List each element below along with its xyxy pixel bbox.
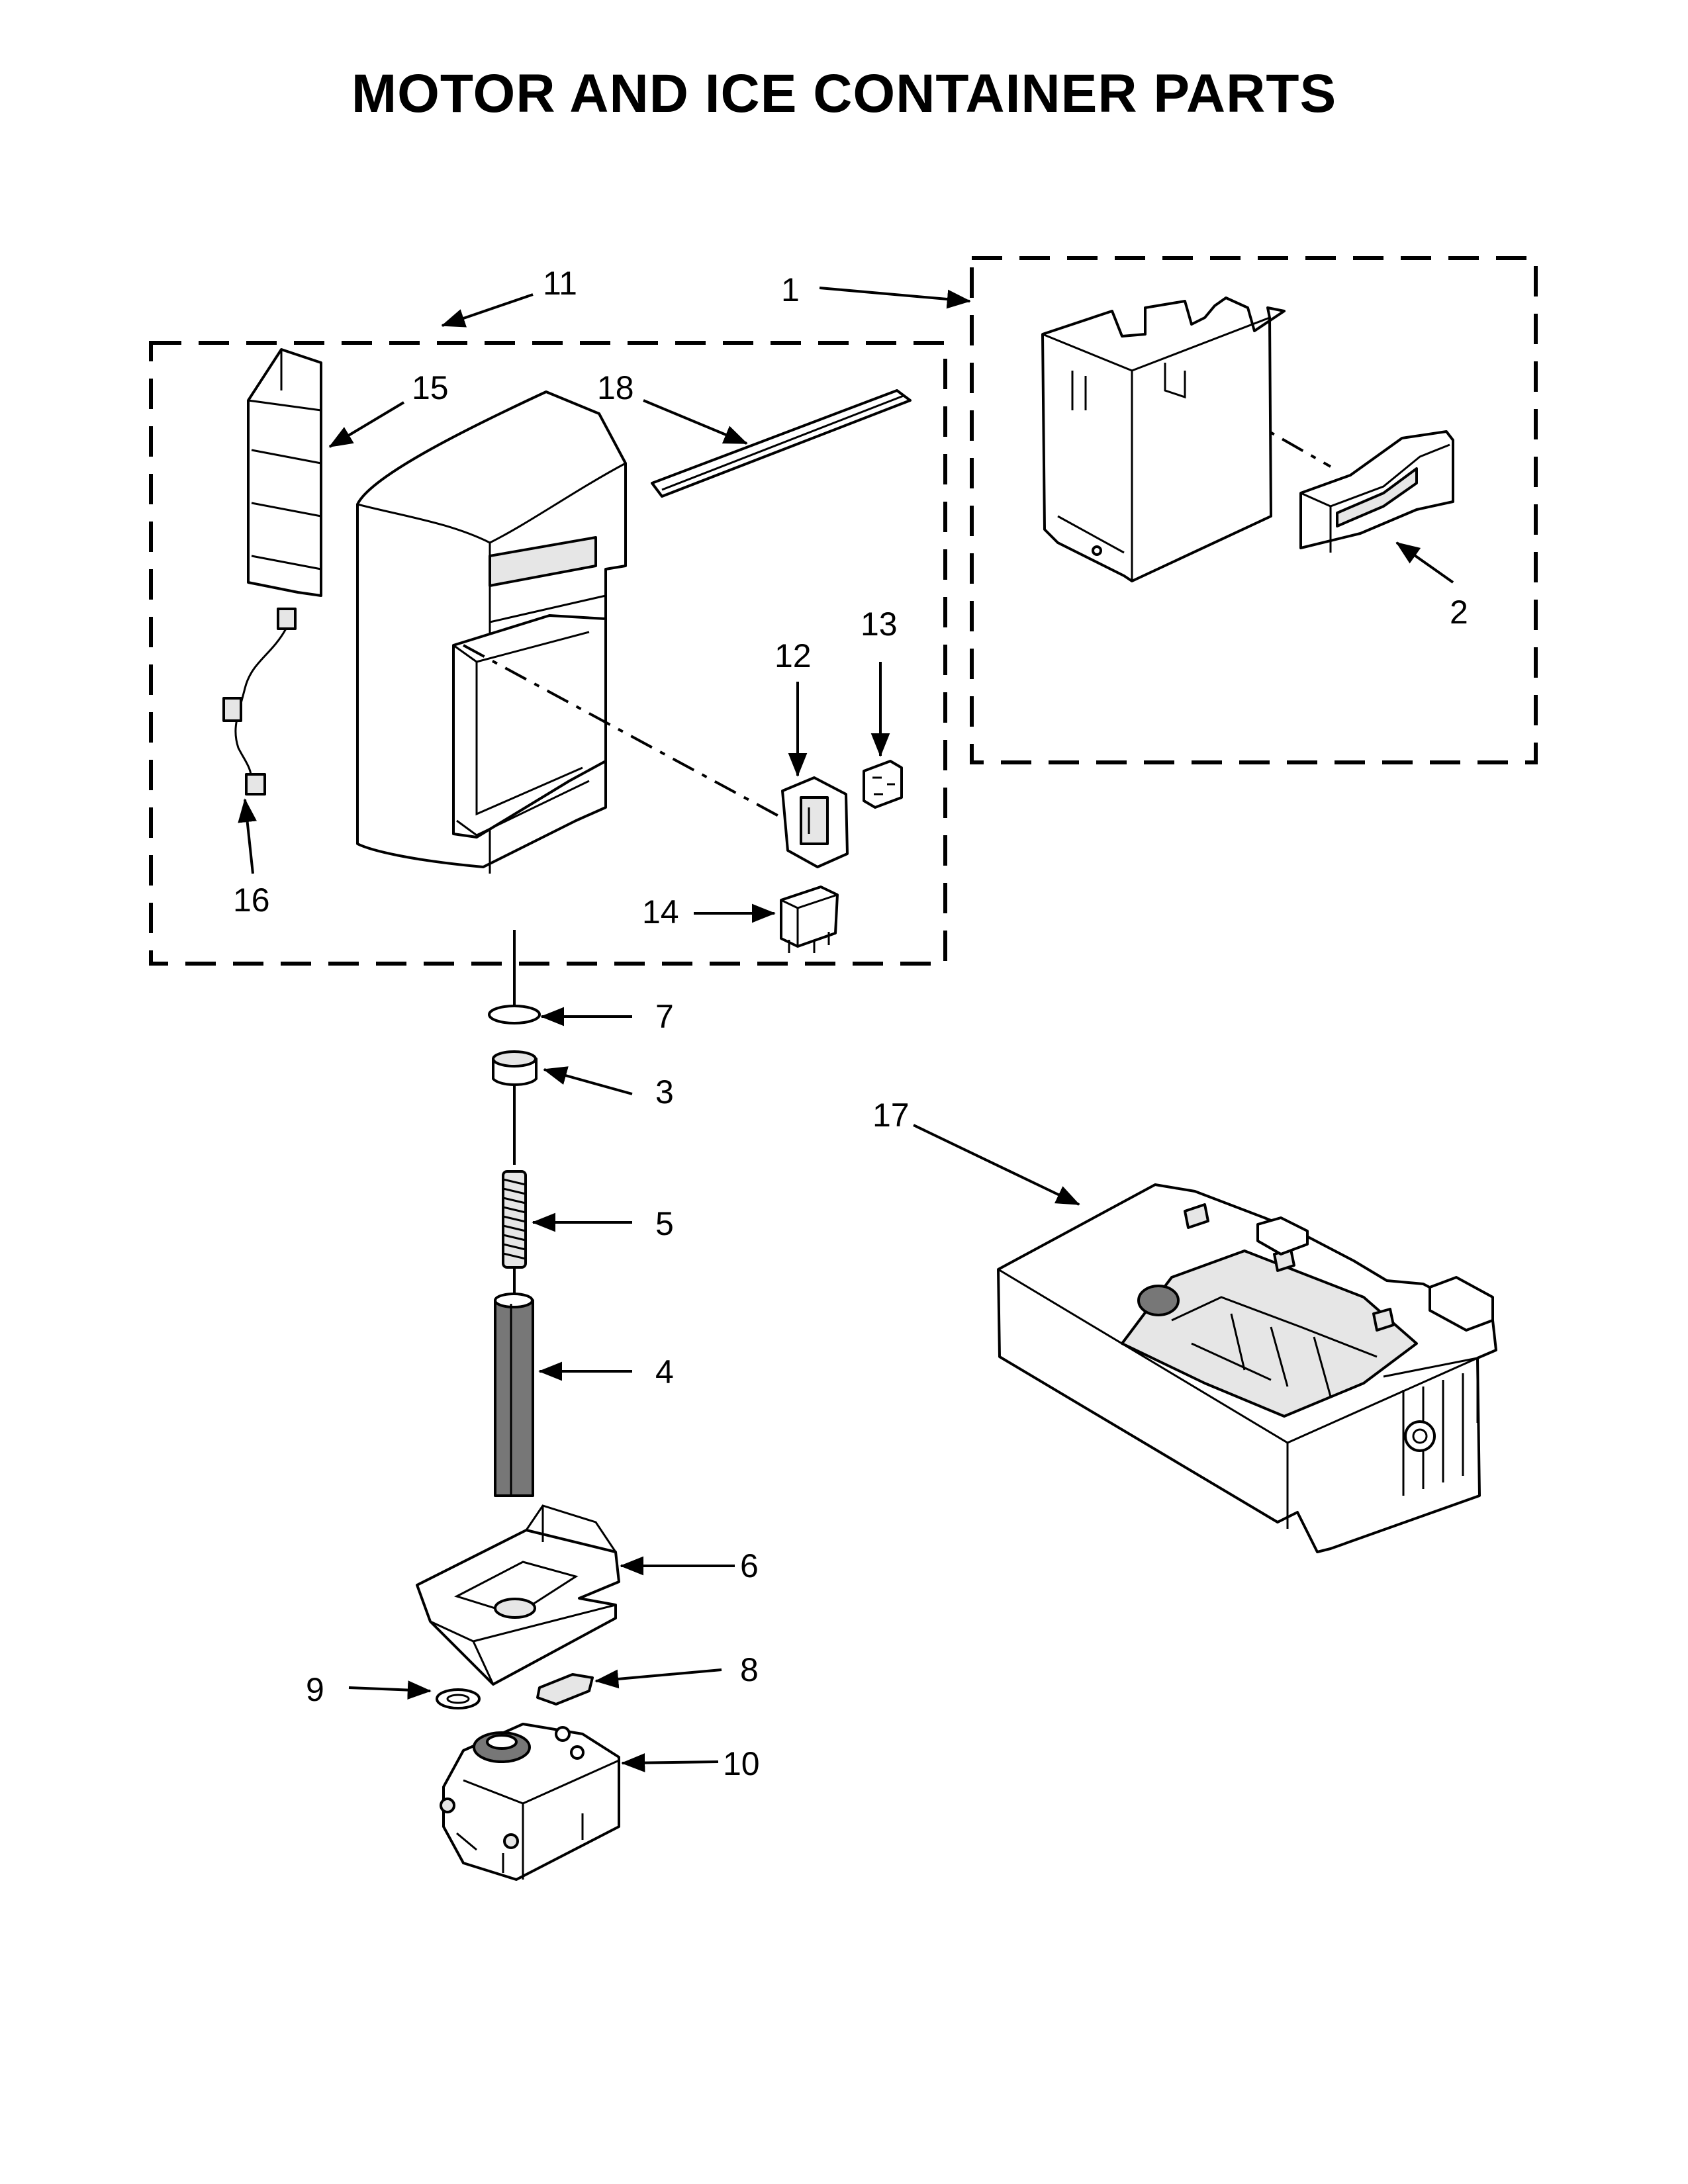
group-box-11 [149,341,947,966]
part-8-clip [536,1673,594,1706]
leader-3 [543,1066,633,1095]
part-11-chute-housing [356,390,627,874]
part-4-hex-shaft [494,1293,534,1497]
callout-8: 8 [740,1651,759,1688]
leader-1 [819,287,971,309]
part-9-washer [436,1688,481,1709]
callout-13: 13 [861,606,898,643]
part-14-solenoid [780,886,839,953]
part-10-auger-motor [440,1723,620,1881]
part-12-switch-bracket [781,776,849,868]
leader-11 [441,293,534,328]
part-16-wire-harness [222,608,297,796]
leader-18 [643,399,748,445]
callout-9: 9 [306,1671,324,1708]
callout-7: 7 [655,998,674,1035]
callout-5: 5 [655,1205,674,1242]
group-box-1 [970,256,1538,764]
callout-4: 4 [655,1353,674,1390]
callout-labels: 11 1 15 18 2 12 13 16 14 7 3 5 4 17 6 8 … [233,265,1468,1782]
part-1-ice-bucket [1041,296,1286,582]
leader-10 [621,1753,719,1772]
leader-2 [1395,541,1454,584]
leader-8 [594,1668,722,1689]
part-13-switch [863,760,903,809]
leader-9 [348,1680,432,1700]
callout-16: 16 [233,882,270,919]
callout-1: 1 [781,271,800,308]
callout-6: 6 [740,1547,759,1584]
callout-17: 17 [872,1097,910,1134]
leader-17 [913,1124,1080,1206]
leader-15 [328,401,405,448]
callout-12: 12 [774,637,812,674]
callout-11: 11 [543,265,577,302]
callout-14: 14 [642,893,679,931]
part-5-spring [502,1170,527,1269]
leader-16 [238,798,257,874]
part-15-bracket [247,348,322,597]
part-17-ice-maker [997,1183,1497,1553]
part-3-coupler [492,1050,538,1086]
part-6-motor-mount [416,1504,620,1686]
callout-2: 2 [1450,594,1468,631]
callout-18: 18 [597,369,634,406]
page-title: MOTOR AND ICE CONTAINER PARTS [351,64,1337,124]
auger-shaft-assembly [488,930,541,1497]
part-7-washer [488,1005,541,1024]
leader-arrows [238,287,1454,1772]
part-18-seal-strip [651,389,912,498]
callout-15: 15 [412,369,449,406]
part-2-front-trim [1299,430,1454,553]
callout-3: 3 [655,1073,674,1111]
callout-10: 10 [723,1745,760,1782]
